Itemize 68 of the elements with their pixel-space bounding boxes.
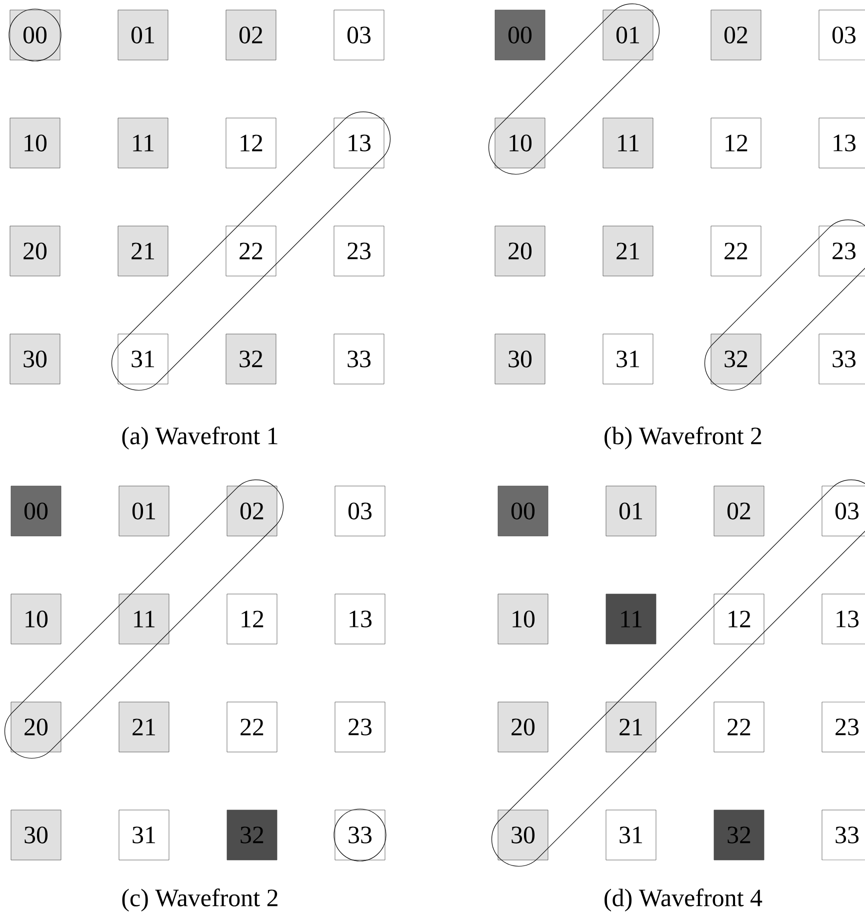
subfigure-caption: (a) Wavefront 1	[122, 426, 278, 450]
grid-cell: 22	[714, 702, 764, 752]
grid-cell: 31	[602, 334, 654, 384]
grid-cell: 23	[818, 226, 865, 276]
grid-cell: 32	[226, 810, 278, 860]
grid-cell: 30	[10, 810, 62, 860]
grid-cell: 30	[10, 334, 60, 384]
grid-cell: 11	[606, 594, 656, 644]
grid-cell: 03	[334, 10, 384, 60]
grid-cell: 13	[822, 594, 865, 644]
grid-cell: 01	[118, 486, 170, 536]
grid-cell: 11	[118, 118, 168, 168]
grid-cell: 01	[118, 10, 168, 60]
grid-cell: 12	[710, 118, 762, 168]
grid-cell: 10	[498, 594, 548, 644]
grid-cell: 12	[714, 594, 764, 644]
grid-cell: 33	[818, 334, 865, 384]
grid-cell: 03	[334, 486, 386, 536]
grid-cell: 03	[818, 10, 865, 60]
grid-cell: 22	[710, 226, 762, 276]
grid-cell: 03	[822, 486, 865, 536]
grid-cell: 01	[602, 10, 654, 60]
subfigure-caption: (c) Wavefront 2	[122, 888, 278, 912]
grid-cell: 32	[714, 810, 764, 860]
grid-cell: 20	[10, 226, 60, 276]
grid-cell: 02	[714, 486, 764, 536]
grid-cell: 10	[10, 594, 62, 644]
grid-cell: 00	[10, 486, 62, 536]
subfigure-caption: (b) Wavefront 2	[604, 426, 762, 450]
grid-cell: 23	[334, 702, 386, 752]
grid-cell: 13	[818, 118, 865, 168]
grid-cell: 23	[822, 702, 865, 752]
grid-cell: 00	[10, 10, 60, 60]
grid-cell: 21	[602, 226, 654, 276]
grid-cell: 30	[498, 810, 548, 860]
grid-cell: 22	[226, 226, 276, 276]
grid-cell: 30	[494, 334, 546, 384]
grid-cell: 33	[822, 810, 865, 860]
grid-cell: 02	[226, 10, 276, 60]
grid-cell: 21	[606, 702, 656, 752]
grid-cell: 00	[498, 486, 548, 536]
grid-cell: 13	[334, 594, 386, 644]
grid-cell: 10	[494, 118, 546, 168]
grid-cell: 00	[494, 10, 546, 60]
grid-cell: 11	[602, 118, 654, 168]
grid-cell: 23	[334, 226, 384, 276]
grid-cell: 33	[334, 334, 384, 384]
grid-cell: 10	[10, 118, 60, 168]
grid-cell: 02	[226, 486, 278, 536]
grid-cell: 20	[494, 226, 546, 276]
grid-cell: 20	[10, 702, 62, 752]
grid-cell: 12	[226, 594, 278, 644]
grid-cell: 21	[118, 226, 168, 276]
grid-cell: 32	[710, 334, 762, 384]
grid-cell: 31	[606, 810, 656, 860]
grid-cell: 12	[226, 118, 276, 168]
grid-cell: 32	[226, 334, 276, 384]
grid-cell: 31	[118, 810, 170, 860]
grid-cell: 11	[118, 594, 170, 644]
grid-cell: 20	[498, 702, 548, 752]
grid-cell: 33	[334, 810, 386, 860]
grid-cell: 21	[118, 702, 170, 752]
subfigure-caption: (d) Wavefront 4	[604, 888, 762, 912]
grid-cell: 22	[226, 702, 278, 752]
grid-cell: 31	[118, 334, 168, 384]
grid-cell: 01	[606, 486, 656, 536]
grid-cell: 13	[334, 118, 384, 168]
grid-cell: 02	[710, 10, 762, 60]
